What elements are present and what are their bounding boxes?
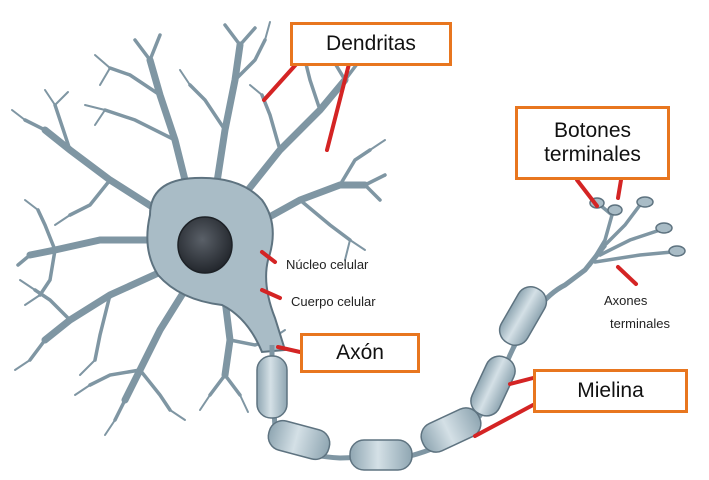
label-nucleo-celular: Núcleo celular (286, 257, 368, 272)
label-axon-text: Axón (336, 341, 384, 365)
terminal-button (608, 205, 622, 215)
label-mielina: Mielina (533, 369, 688, 413)
myelin-segment (350, 440, 412, 470)
label-mielina-text: Mielina (577, 379, 644, 403)
myelin-sheath (257, 282, 551, 470)
label-axones-line1: Axones (604, 290, 670, 313)
myelin-segment (265, 417, 333, 462)
myelin-segment (466, 352, 519, 421)
terminal-button (669, 246, 685, 256)
label-cuerpo-celular: Cuerpo celular (291, 294, 376, 309)
pointer-dendritas-1 (264, 60, 300, 100)
label-botones-terminales: Botones terminales (515, 106, 670, 180)
label-botones-line1: Botones (554, 119, 631, 143)
label-axones-terminales: Axones terminales (604, 290, 670, 336)
pointer-botones-1 (577, 180, 597, 206)
pointer-axones (618, 267, 636, 284)
label-axon: Axón (300, 333, 420, 373)
terminal-button (656, 223, 672, 233)
label-botones-line2: terminales (544, 143, 641, 167)
axon-terminals (590, 205, 672, 265)
myelin-segment (495, 282, 552, 351)
myelin-segment (257, 356, 287, 418)
terminal-button (637, 197, 653, 207)
label-dendritas-text: Dendritas (326, 32, 416, 56)
label-axones-line2: terminales (610, 313, 670, 336)
pointer-dendritas-2 (327, 60, 350, 150)
nucleus (178, 217, 232, 273)
pointer-botones-2 (618, 180, 621, 198)
label-dendritas: Dendritas (290, 22, 452, 66)
